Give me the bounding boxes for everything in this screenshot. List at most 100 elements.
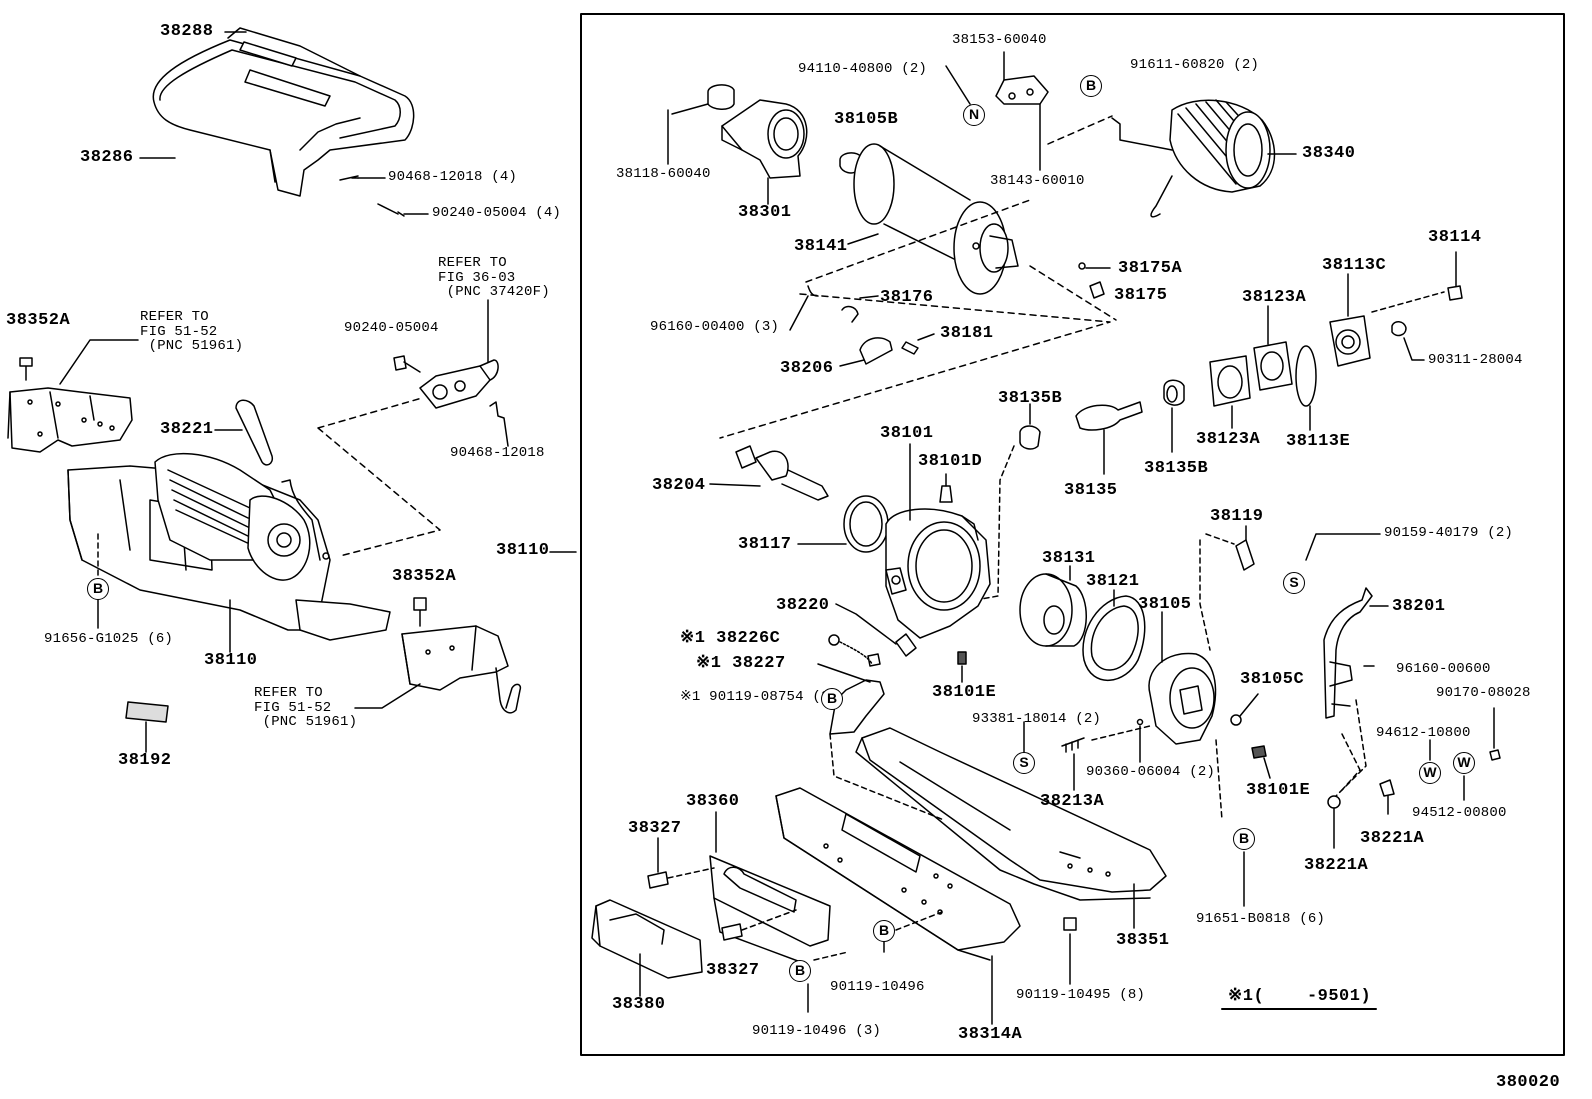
- marker-S-right: S: [1283, 572, 1305, 594]
- oring-38113E: [1295, 345, 1317, 407]
- part-label-38204: 38204: [652, 476, 706, 495]
- part-label-94110-40800: 94110-40800 (2): [798, 61, 928, 77]
- part-label-38113C: 38113C: [1322, 256, 1387, 275]
- part-label-90311-28004: 90311-28004: [1428, 352, 1523, 368]
- plug-38220: [895, 633, 917, 657]
- part-label-38105: 38105: [1138, 595, 1192, 614]
- part-label-38113E: 38113E: [1286, 432, 1351, 451]
- part-label-94612-10800: 94612-10800: [1376, 725, 1471, 741]
- part-label-38101E-right: 38101E: [1246, 781, 1311, 800]
- bolt-38114: [1447, 285, 1463, 301]
- winch-cover-part: [152, 27, 415, 197]
- part-label-38352A-left: 38352A: [6, 311, 71, 330]
- part-label-38143-60010: 38143-60010: [990, 173, 1085, 189]
- bolt-90119-10495: [1063, 917, 1077, 931]
- label-plate-38192: [125, 701, 169, 723]
- part-label-93381-18014: 93381-18014 (2): [972, 711, 1102, 727]
- part-label-38175A: 38175A: [1118, 259, 1183, 278]
- screw-small-2: [377, 203, 405, 217]
- part-label-38135: 38135: [1064, 481, 1118, 500]
- housing-38101: [885, 508, 991, 639]
- part-label-38118-60040: 38118-60040: [616, 166, 711, 182]
- gasket-38123A-top: [1253, 341, 1293, 391]
- drum-38141: [853, 143, 1019, 295]
- cable-38201: [1323, 587, 1373, 719]
- part-label-38123A-bottom: 38123A: [1196, 430, 1261, 449]
- part-label-38135B-top: 38135B: [998, 389, 1063, 408]
- washer-38226C: [828, 634, 840, 646]
- screw-small: [339, 175, 359, 181]
- nut-38221A: [1379, 779, 1395, 797]
- bushing-38118: [707, 84, 735, 110]
- part-label-38121: 38121: [1086, 572, 1140, 591]
- part-label-38135B-bottom: 38135B: [1144, 459, 1209, 478]
- marker-B-mid: B: [821, 688, 843, 710]
- part-label-38101: 38101: [880, 424, 934, 443]
- marker-B-front: B: [789, 960, 811, 982]
- part-label-38131: 38131: [1042, 549, 1096, 568]
- part-label-38119: 38119: [1210, 507, 1264, 526]
- washer-38105C: [1230, 714, 1242, 726]
- winch-assembly-38110: [67, 452, 391, 641]
- motor-cover-38105: [1148, 652, 1217, 745]
- part-label-38351: 38351: [1116, 931, 1170, 950]
- part-label-38201: 38201: [1392, 597, 1446, 616]
- part-label-94512-00800: 94512-00800: [1412, 805, 1507, 821]
- handle-38221: [235, 399, 274, 466]
- spring-38175: [1089, 281, 1105, 299]
- universal-joint: [419, 359, 499, 409]
- part-label-38221A-bottom: 38221A: [1304, 856, 1369, 875]
- part-label-38192: 38192: [118, 751, 172, 770]
- clip-38176: [841, 305, 859, 323]
- plug-38101D: [939, 485, 953, 503]
- part-label-38340: 38340: [1302, 144, 1356, 163]
- flange-38113C: [1329, 315, 1371, 367]
- part-label-refer-fig-36-03: REFER TO FIG 36-03 (PNC 37420F): [438, 255, 550, 301]
- bolt-90240: [393, 355, 421, 373]
- part-label-91651-B0818: 91651-B0818 (6): [1196, 911, 1326, 927]
- bearing-38135B-left: [1019, 425, 1041, 450]
- mount-bracket-left: [7, 387, 133, 453]
- part-label-38226C: ※1 38226C: [680, 629, 781, 648]
- gasket-38121: [1082, 595, 1146, 681]
- bolt-38352A-left: [19, 357, 33, 381]
- marker-B-top: B: [1080, 75, 1102, 97]
- part-label-38153-60040: 38153-60040: [952, 32, 1047, 48]
- part-label-38141: 38141: [794, 237, 848, 256]
- part-label-38286: 38286: [80, 148, 134, 167]
- part-label-90360-06004: 90360-06004 (2): [1086, 764, 1216, 780]
- part-label-38301: 38301: [738, 203, 792, 222]
- marker-W-2: W: [1453, 752, 1475, 774]
- part-label-91656-G1025: 91656-G1025 (6): [44, 631, 174, 647]
- bracket-38380: [591, 899, 703, 979]
- part-label-90119-10496: 90119-10496: [830, 979, 925, 995]
- part-label-38220: 38220: [776, 596, 830, 615]
- part-label-38110-mid: 38110: [496, 541, 550, 560]
- part-label-38176: 38176: [880, 288, 934, 307]
- washer-38221A: [1327, 795, 1341, 809]
- part-label-38221: 38221: [160, 420, 214, 439]
- marker-N: N: [963, 104, 985, 126]
- plug-38101E-right: [1251, 745, 1267, 759]
- bracket-38206: [859, 337, 893, 365]
- mount-bracket-right: [401, 625, 522, 714]
- bracket-38227: [829, 679, 885, 735]
- part-label-38213A: 38213A: [1040, 792, 1105, 811]
- shaft-38204: [735, 445, 829, 501]
- pin-90468: [489, 401, 509, 447]
- nut-90311: [1391, 321, 1407, 337]
- part-label-38105B: 38105B: [834, 110, 899, 129]
- part-label-90240-05004: 90240-05004: [344, 320, 439, 336]
- bracket-38360: [709, 855, 831, 965]
- part-label-38221A-top: 38221A: [1360, 829, 1425, 848]
- marker-B-left: B: [87, 578, 109, 600]
- bolt-38352A-right: [413, 597, 427, 627]
- marker-W-1: W: [1419, 762, 1441, 784]
- part-label-38227: ※1 38227: [696, 654, 786, 673]
- part-label-96160-00400: 96160-00400 (3): [650, 319, 780, 335]
- part-label-90170-08028: 90170-08028: [1436, 685, 1531, 701]
- part-label-38206: 38206: [780, 359, 834, 378]
- part-label-38117: 38117: [738, 535, 792, 554]
- bolt-38327-top: [647, 871, 669, 889]
